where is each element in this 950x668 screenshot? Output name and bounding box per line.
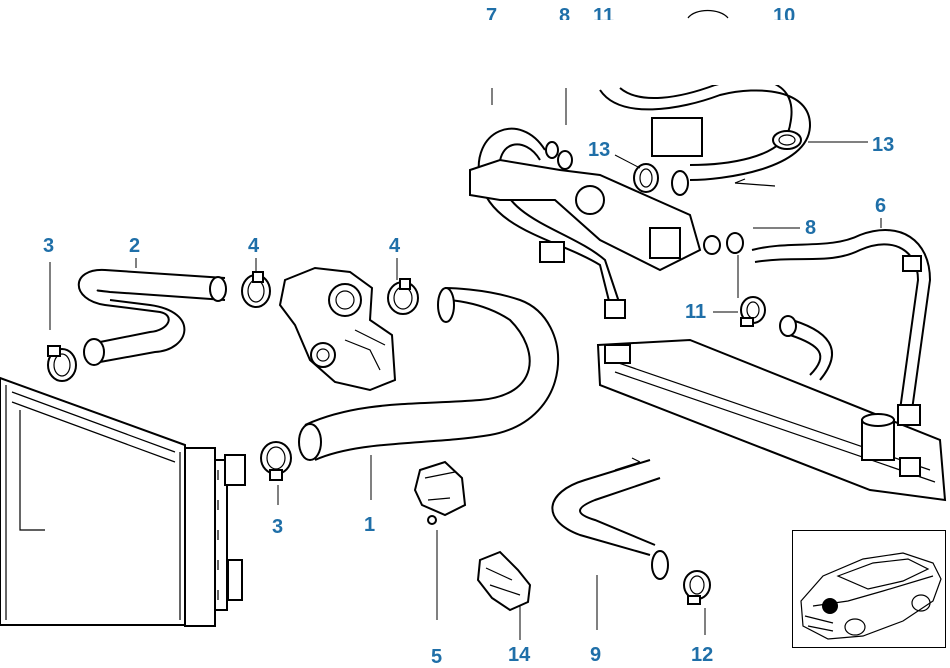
label-part-14: 14 [508,644,531,666]
bracket-5 [413,460,467,525]
label-part-4-right: 4 [389,235,401,257]
clamp-11-lower [740,296,766,327]
radiator [0,376,246,627]
expansion-tank [596,338,947,502]
clamp-3-upper [47,345,77,382]
fitting-11-right [703,235,721,255]
clamp-3-lower [260,441,292,481]
clamp-13-upper [772,130,802,150]
fitting-8-upper [557,150,573,170]
fitting-8-right [726,232,744,254]
label-part-2: 2 [129,235,141,257]
label-part-3-lower: 3 [272,516,284,538]
label-part-1: 1 [364,514,376,536]
label-part-4-left: 4 [248,235,260,257]
clip-14 [476,550,532,612]
clamp-13-middle [633,163,659,193]
cropped-part-outline [687,9,729,19]
water-pump [278,266,397,392]
hose-2 [77,268,227,366]
label-part-13-middle: 13 [588,139,611,161]
clamp-4-right [387,278,419,315]
label-part-11-right: 11 [685,301,707,323]
label-part-7: 7 [486,5,498,27]
hose-10 [599,78,812,196]
hose-11-lower [779,315,833,381]
label-part-5: 5 [431,646,443,668]
label-part-12: 12 [691,644,714,666]
label-part-8-right: 8 [805,217,817,239]
label-part-6: 6 [875,195,887,217]
top-crop-mask [470,20,830,85]
vehicle-locator-inset [792,530,946,648]
car-outline-icon [800,552,942,640]
leader-lines [49,88,882,640]
location-marker-icon [822,598,838,614]
clamp-4-left [241,271,271,308]
hose-6 [751,229,932,426]
label-part-9: 9 [590,644,602,666]
hose-1 [298,287,560,461]
clamp-12 [683,570,711,605]
label-part-13-right: 13 [872,134,895,156]
label-part-8-top: 8 [559,5,571,27]
upper-manifold [469,127,702,319]
label-part-3-upper: 3 [43,235,55,257]
hose-9 [551,457,669,580]
